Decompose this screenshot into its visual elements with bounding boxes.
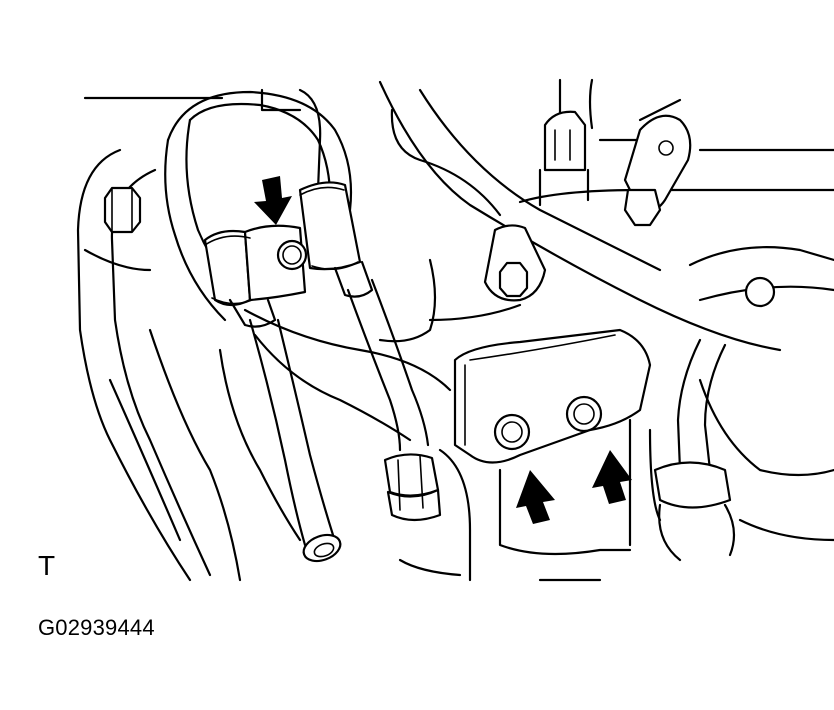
lower-hose-right (346, 278, 430, 452)
engine-block-outline (83, 78, 834, 582)
arrow-bolt-hose-clamp (254, 176, 292, 225)
arrow-bolt-bracket-right (592, 450, 632, 504)
right-link-rod (623, 114, 692, 227)
bolt-upper-left (103, 186, 142, 234)
arrow-bolt-bracket-left (516, 470, 555, 524)
lower-hose-left (248, 318, 342, 563)
left-hose (76, 148, 212, 582)
view-letter: T (38, 550, 56, 581)
upper-bracket (483, 224, 547, 302)
figure-code: G02939444 (38, 615, 155, 640)
upper-right-connector (538, 110, 590, 207)
bolt-right (744, 276, 776, 308)
right-hose (653, 338, 736, 562)
hose-fitting-nut (383, 453, 442, 522)
hose-clamp (203, 181, 374, 328)
mounting-bracket (453, 328, 652, 464)
